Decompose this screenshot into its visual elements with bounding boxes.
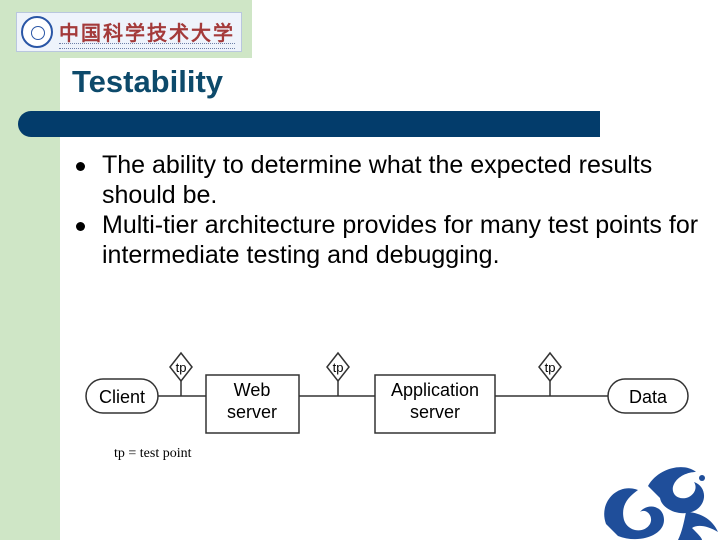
- logo-chinese-name: 中国科学技术大学: [59, 21, 235, 45]
- test-point-label: tp: [176, 360, 187, 375]
- data-label: Data: [629, 387, 668, 407]
- test-point-diamond: [538, 351, 562, 383]
- left-decor-band: [0, 0, 60, 540]
- client-node: [85, 378, 159, 414]
- multi-tier-diagram: Client Web server Application server Dat…: [85, 351, 689, 461]
- web-server-label: server: [227, 402, 277, 422]
- client-label: Client: [99, 387, 145, 407]
- test-point-diamond: [326, 351, 350, 383]
- application-server-label: server: [410, 402, 460, 422]
- bullet-item: Multi-tier architecture provides for man…: [74, 210, 714, 270]
- diagram-legend: tp = test point: [114, 446, 192, 461]
- data-node: [607, 378, 689, 414]
- test-point-label: tp: [545, 360, 556, 375]
- bullet-item: The ability to determine what the expect…: [74, 150, 714, 210]
- application-server-label: Application: [391, 380, 479, 400]
- university-logo: 中国科学技术大学: [16, 12, 242, 52]
- title-underline-bar: [18, 111, 600, 137]
- test-point-label: tp: [333, 360, 344, 375]
- slide-title: Testability: [72, 64, 224, 99]
- web-server-node: [205, 374, 300, 434]
- dragon-emblem-icon: [604, 467, 718, 540]
- test-point-diamond: [169, 351, 193, 383]
- application-server-node: [374, 374, 496, 434]
- university-seal-icon: [21, 16, 53, 48]
- bullet-list: The ability to determine what the expect…: [74, 150, 714, 270]
- web-server-label: Web: [234, 380, 271, 400]
- logo-english-name-strip: [59, 43, 235, 49]
